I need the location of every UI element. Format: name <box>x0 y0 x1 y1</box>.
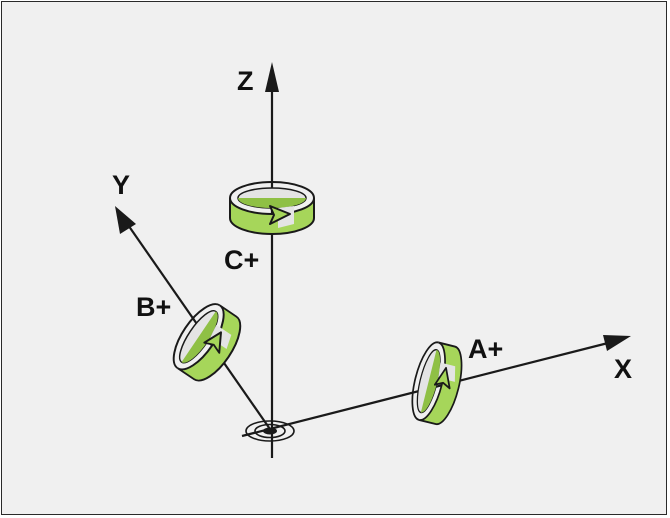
c-rotation-icon <box>229 181 315 235</box>
a-rotation-label: A+ <box>468 334 503 364</box>
z-axis-label: Z <box>237 66 254 96</box>
z-arrowhead-icon <box>265 62 279 92</box>
origin-icon <box>245 420 295 442</box>
b-rotation-label: B+ <box>136 292 171 322</box>
c-rotation-label: C+ <box>224 245 259 275</box>
z-axis <box>265 62 279 458</box>
b-rotation-icon <box>163 295 251 390</box>
y-axis-label: Y <box>112 170 130 200</box>
x-axis-label: X <box>614 354 632 384</box>
y-arrowhead-icon <box>115 206 136 234</box>
x-arrowhead-icon <box>603 335 631 351</box>
a-rotation-icon <box>404 338 469 429</box>
